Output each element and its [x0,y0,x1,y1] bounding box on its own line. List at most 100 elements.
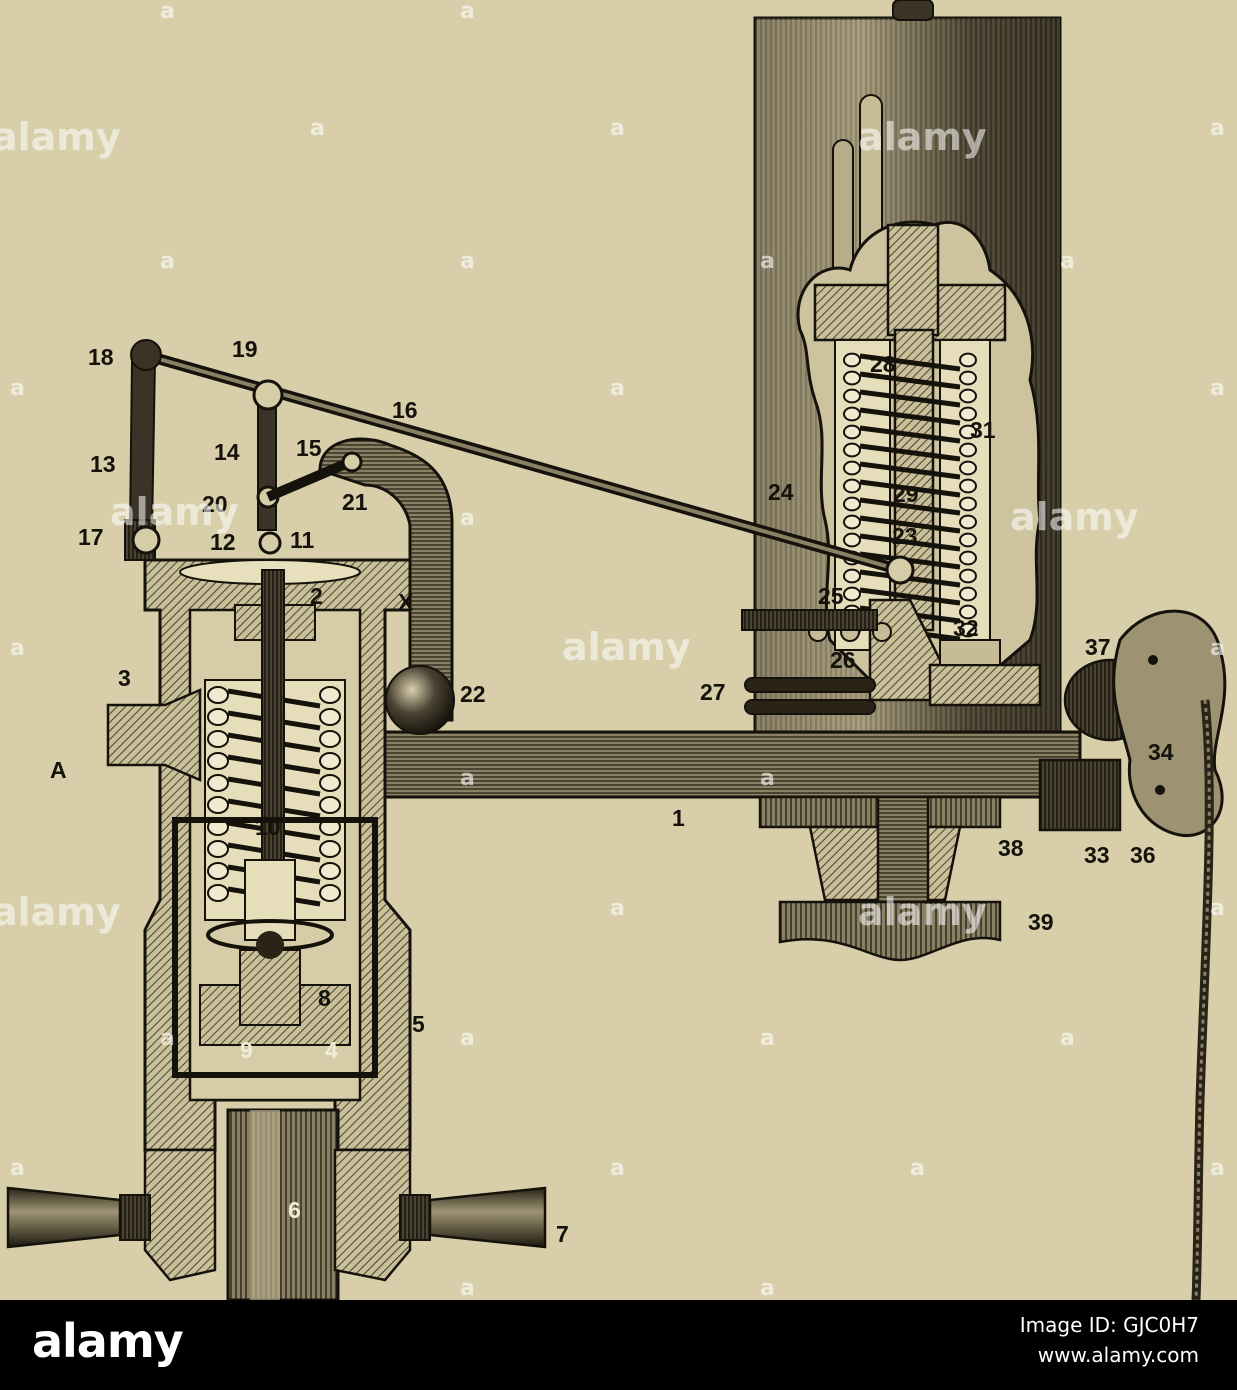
coil-turn [959,442,977,458]
right-handle [399,1186,547,1249]
watermark-text: alamy [0,115,121,159]
label-8: 8 [318,985,331,1011]
watermark-mark: a [760,766,775,791]
watermark-text: alamy [858,115,987,159]
coil-turn [959,352,977,368]
label-2: 2 [310,583,323,609]
coil-turn [843,370,861,386]
watermark-mark: a [910,1156,925,1181]
label-7: 7 [556,1221,569,1247]
watermark-mark: a [460,249,475,274]
watermark-mark: a [760,1276,775,1300]
coil-turn [207,730,229,748]
coil-wire [859,443,961,462]
label-15: 15 [296,435,322,461]
watermark-mark: a [1210,896,1225,921]
coil-turn [843,388,861,404]
watermark-mark: a [160,249,175,274]
watermark-mark: a [610,376,625,401]
label-6: 6 [288,1197,301,1223]
coil-wire [859,497,961,516]
label-18: 18 [88,344,114,370]
label-9: 9 [240,1037,253,1063]
safety-valve-engraving: 18 19 16 13 14 15 21 20 17 12 11 2 X 3 2… [0,0,1227,1300]
watermark-mark: a [10,636,25,661]
label-33: 33 [1084,842,1110,868]
coil-turn [843,352,861,368]
label-23: 23 [892,523,918,549]
coil-turn [207,686,229,704]
label-4: 4 [325,1037,338,1063]
label-29: 29 [893,481,919,507]
watermark-text: alamy [562,625,691,669]
watermark-mark: a [10,1156,25,1181]
coil-turn [959,424,977,440]
coil-turn [319,862,341,880]
coil-turn [319,708,341,726]
watermark-mark: a [1210,376,1225,401]
coil-wire [859,353,961,372]
watermark-mark: a [760,1026,775,1051]
label-1: 1 [672,805,685,831]
horizontal-arm [378,730,1122,832]
coil-wire [859,515,961,534]
whistle-cylinder [741,0,1062,760]
image-id: Image ID: GJC0H7 [1019,1313,1199,1337]
coil-turn [207,840,229,858]
site-link[interactable]: www.alamy.com [1037,1343,1199,1367]
label-16: 16 [392,397,418,423]
coil-wire [859,461,961,480]
watermark-text: alamy [1010,495,1139,539]
coil-turn [843,514,861,530]
label-5: 5 [412,1011,425,1037]
watermark-mark: a [610,1156,625,1181]
coil-wire [859,587,961,606]
coil-turn [843,586,861,602]
watermark-mark: a [1210,116,1225,141]
coil-turn [207,774,229,792]
label-11: 11 [290,527,315,553]
coil-turn [319,730,341,748]
coil-turn [207,752,229,770]
coil-turn [959,550,977,566]
label-X: X [398,589,414,615]
label-27: 27 [700,679,726,705]
coil-turn [843,442,861,458]
stock-footer-bar: alamy Image ID: GJC0H7 www.alamy.com [0,1300,1237,1390]
coil-turn [959,604,977,620]
coil-turn [207,862,229,880]
part-labels: 18 19 16 13 14 15 21 20 17 12 11 2 X 3 2… [50,336,1174,1247]
coil-turn [959,478,977,494]
coil-turn [843,568,861,584]
label-25: 25 [818,583,844,609]
coil-wire [859,533,961,552]
coil-turn [959,532,977,548]
coil-turn [843,406,861,422]
watermark-mark: a [460,506,475,531]
watermark-mark: a [760,249,775,274]
coil-turn [959,460,977,476]
watermark-mark: a [1060,1026,1075,1051]
coil-turn [959,388,977,404]
coil-turn [959,496,977,512]
watermark-text: alamy [110,490,239,534]
watermark-mark: a [160,0,175,24]
label-39: 39 [1028,909,1054,935]
coil-turn [319,884,341,902]
coil-wire [859,407,961,426]
alamy-logo[interactable]: alamy [32,1314,184,1368]
label-17: 17 [78,524,104,550]
label-13: 13 [90,451,116,477]
engraving-plate: 18 19 16 13 14 15 21 20 17 12 11 2 X 3 2… [0,0,1237,1300]
watermark-mark: a [610,116,625,141]
coil-turn [843,460,861,476]
image-info: Image ID: GJC0H7 www.alamy.com [1020,1310,1199,1370]
watermark-mark: a [1210,636,1225,661]
label-34: 34 [1148,739,1174,765]
coil-turn [959,586,977,602]
valve-body [106,558,412,1300]
coil-turn [319,686,341,704]
coil-turn [319,774,341,792]
coil-turn [207,796,229,814]
